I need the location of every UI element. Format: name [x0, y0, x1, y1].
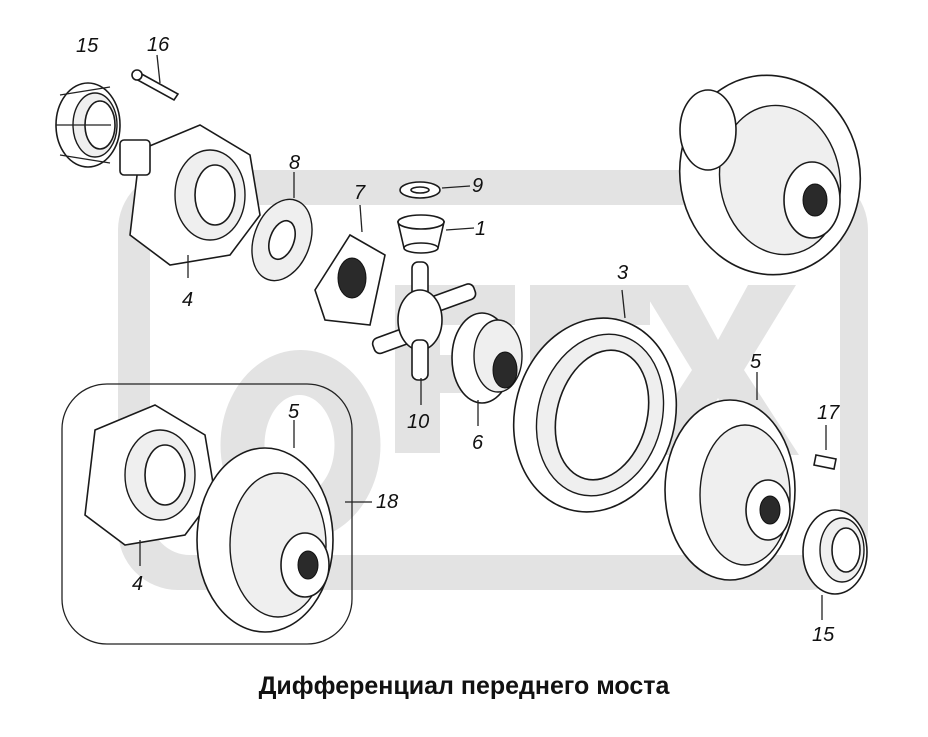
side-gear-7 [314, 204, 386, 326]
diagram-caption: Дифференциал переднего моста [258, 672, 670, 700]
callout-6: 6 [472, 432, 484, 454]
bolt-17 [813, 425, 837, 470]
callout-10: 10 [407, 411, 430, 433]
side-gear-6 [451, 312, 523, 426]
pinion-gear-1 [396, 214, 475, 254]
callout-8: 8 [289, 152, 301, 174]
case-half-5-right [664, 372, 796, 581]
spider-10 [371, 261, 477, 405]
callout-15-bottom: 15 [812, 624, 835, 646]
housing-4-top [119, 124, 261, 278]
callout-1: 1 [475, 218, 487, 240]
callout-5-right: 5 [750, 351, 762, 373]
bearing-15-top [55, 82, 121, 168]
callout-3: 3 [617, 262, 629, 284]
callout-7: 7 [354, 182, 366, 204]
subassembly-18 [61, 383, 372, 645]
bolt-16 [131, 54, 180, 102]
callout-18: 18 [376, 491, 399, 513]
callout-16: 16 [147, 34, 170, 56]
ring-gear-3 [512, 289, 678, 513]
callout-17: 17 [817, 402, 840, 424]
callout-4-bottom: 4 [132, 573, 144, 595]
washer-8 [251, 172, 313, 282]
callout-15-top: 15 [76, 35, 99, 57]
callout-9: 9 [472, 175, 484, 197]
bearing-15-bottom [802, 509, 868, 620]
assembled-differential [678, 74, 862, 276]
callout-5-left: 5 [288, 401, 300, 423]
callout-4-top: 4 [182, 289, 194, 311]
washer-9 [399, 181, 471, 199]
